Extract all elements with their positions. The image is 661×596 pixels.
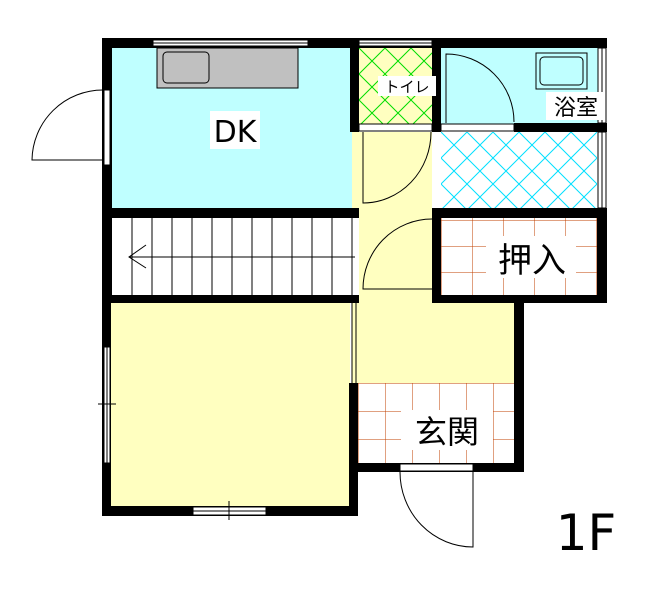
room-floor [111,303,350,506]
entrance-door [399,471,474,548]
toilet-door [362,131,432,204]
room-label-entrance: 玄関 [415,413,479,451]
bath-door [445,53,515,123]
stairs-arrow-icon [128,244,147,269]
room-label-closet: 押入 [498,241,566,281]
hall-floor [358,303,514,383]
kitchen-sink [156,47,299,89]
room-label-bath: 浴室 [554,96,598,121]
doors [31,53,515,548]
closet-door [362,218,433,290]
floor-label: 1F [556,504,617,562]
room-label-toilet: トイレ [384,78,429,96]
room-label-dk: DK [214,115,258,150]
bathtub [535,52,588,90]
washroom-floor [441,132,597,208]
windows [98,39,607,520]
dk-exterior-door [31,89,104,161]
stairs [128,218,355,295]
